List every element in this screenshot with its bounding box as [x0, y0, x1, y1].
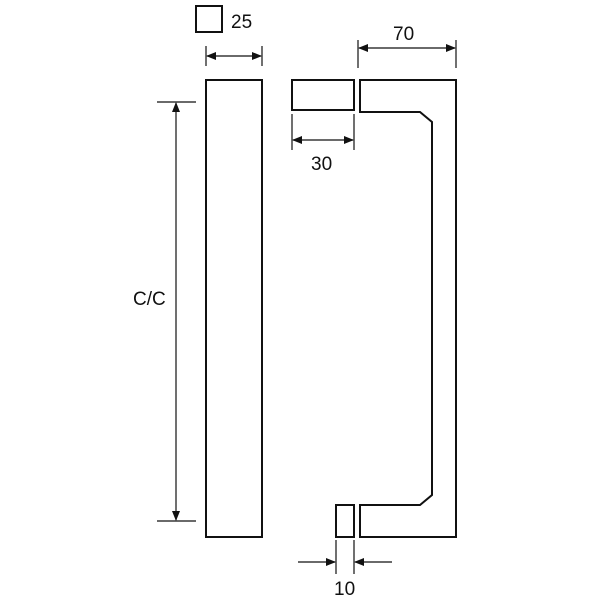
cc-label: C/C — [133, 289, 166, 310]
bottom-leg-section — [335, 504, 355, 538]
square-size-label: 25 — [231, 12, 252, 33]
gap-label: 10 — [334, 579, 355, 600]
square-section-icon — [195, 5, 223, 33]
handle-profile — [359, 79, 457, 538]
depth-label: 30 — [311, 154, 332, 175]
top-leg-section — [291, 79, 355, 111]
width-label: 70 — [393, 24, 414, 45]
side-view-bar — [205, 79, 263, 538]
